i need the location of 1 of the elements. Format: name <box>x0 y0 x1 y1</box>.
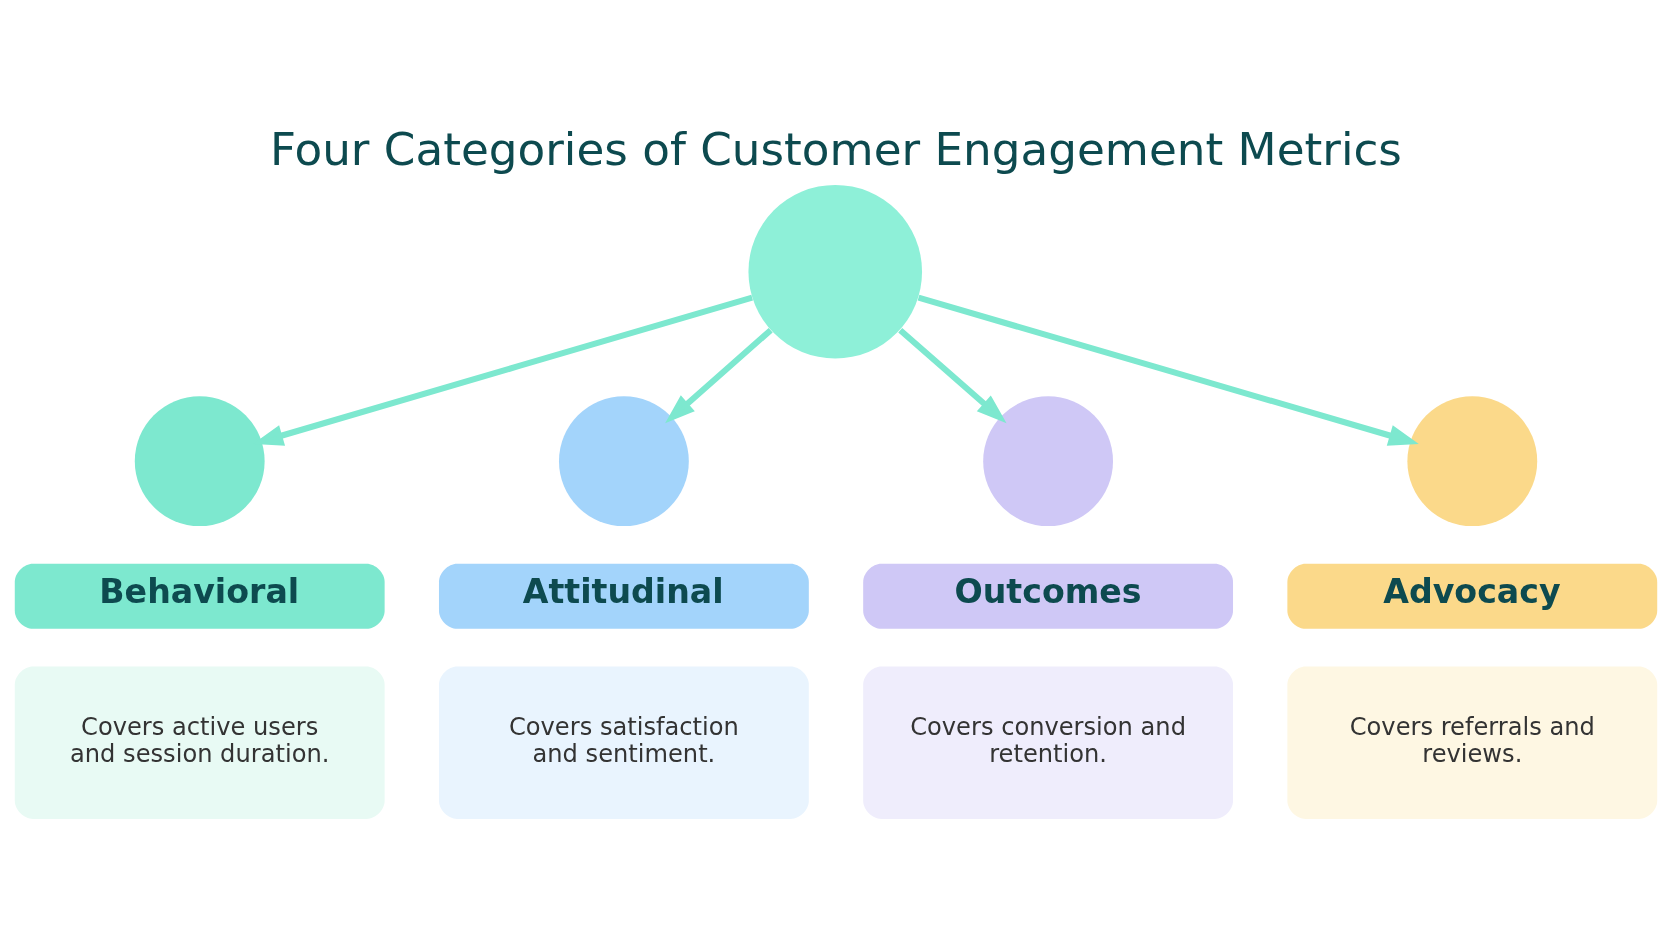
diagram-title: Four Categories of Customer Engagement Metrics <box>270 122 1402 176</box>
